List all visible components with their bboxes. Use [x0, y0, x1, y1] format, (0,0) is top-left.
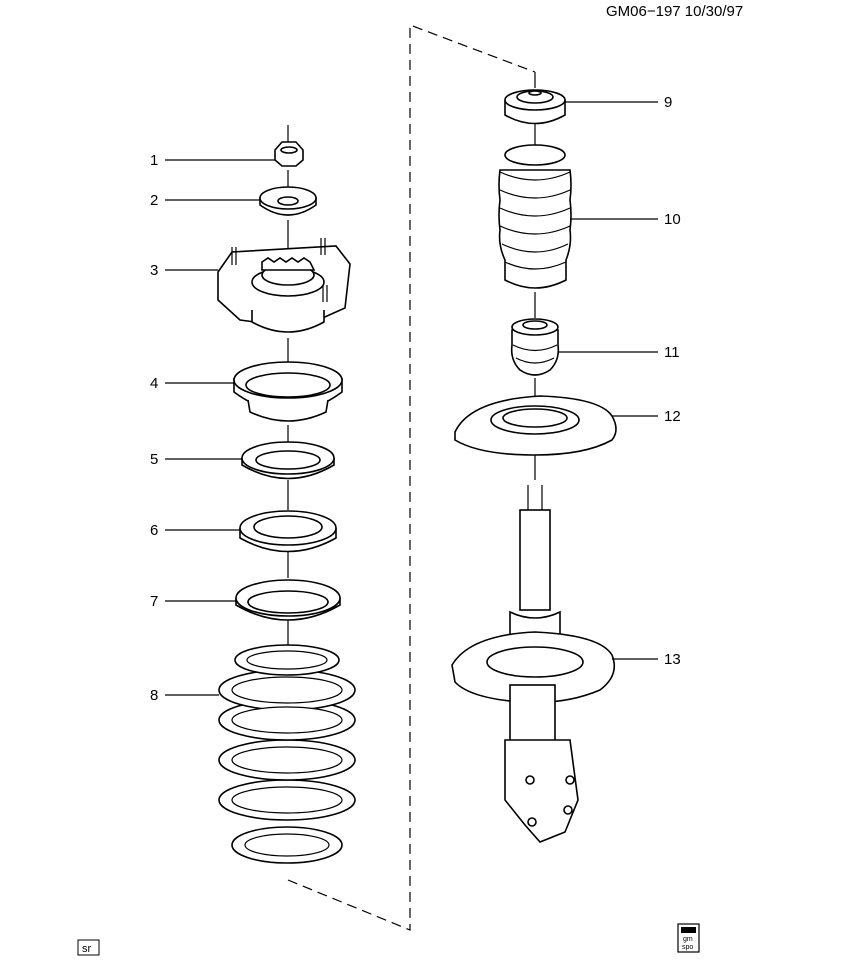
callout-2: 2 [150, 192, 158, 209]
callout-4: 4 [150, 375, 158, 392]
lower-spring-insulator [454, 395, 617, 456]
diagram-code: GM06−197 10/30/97 [606, 3, 743, 20]
callout-9: 9 [664, 94, 672, 111]
strut-mount-nut [274, 141, 304, 167]
strut-assembly [451, 485, 616, 843]
coil-spring [218, 644, 356, 864]
callout-8: 8 [150, 687, 158, 704]
callout-6: 6 [150, 522, 158, 539]
dust-cap [504, 89, 566, 125]
mount-bearing-seat [233, 361, 343, 422]
callout-1: 1 [150, 152, 158, 169]
badge-line-1: gm [683, 936, 693, 943]
divider-line [287, 24, 536, 931]
callout-5: 5 [150, 451, 158, 468]
upper-spring-seat [239, 510, 337, 553]
badge-line-2: spo [682, 944, 693, 951]
spring-insulator [235, 579, 341, 621]
gm-spo-badge: gm spo [677, 923, 700, 953]
callout-11: 11 [664, 344, 680, 361]
sr-box: sr [77, 939, 100, 956]
callout-13: 13 [664, 651, 681, 668]
strut-mount-washer [259, 186, 317, 216]
callout-12: 12 [664, 408, 681, 425]
callout-10: 10 [664, 211, 681, 228]
callout-3: 3 [150, 262, 158, 279]
strut-mount [217, 238, 351, 333]
bearing [241, 441, 335, 480]
bumper [510, 318, 560, 376]
callout-7: 7 [150, 593, 158, 610]
sr-box-label: sr [82, 943, 92, 955]
dust-boot [498, 144, 572, 289]
